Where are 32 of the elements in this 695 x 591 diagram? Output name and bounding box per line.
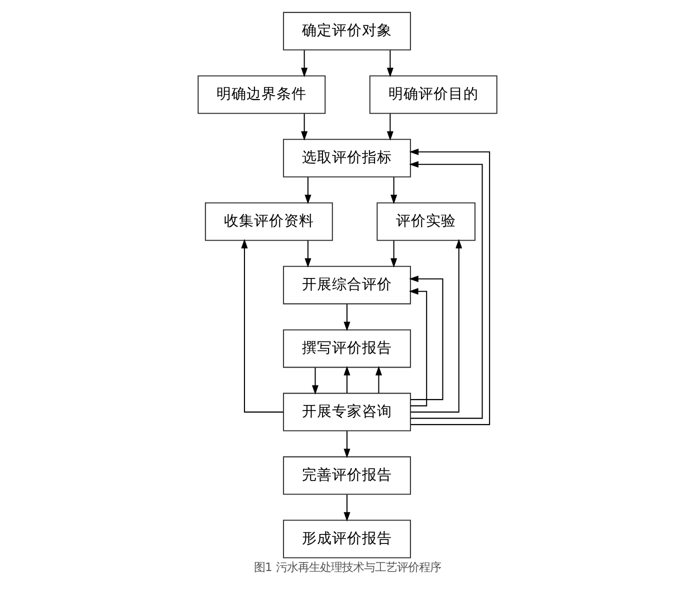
arrow (410, 239, 462, 413)
node-box: 开展专家咨询 (282, 392, 411, 432)
caption: 图1 污水再生处理技术与工艺评价程序 (254, 560, 441, 574)
arrow (301, 50, 308, 78)
arrow (375, 366, 382, 393)
arrow (312, 368, 319, 395)
arrow (409, 276, 444, 400)
arrow (344, 431, 350, 458)
arrow (344, 494, 350, 522)
arrow (304, 177, 312, 204)
arrow (241, 239, 284, 413)
node-box: 撰写评价报告 (282, 329, 411, 368)
arrow (409, 161, 483, 419)
arrow (344, 304, 350, 332)
node-box: 开展综合评价 (282, 266, 411, 304)
node-box: 确定评价对象 (282, 12, 411, 50)
node-box: 形成评价报告 (282, 520, 411, 558)
node-box: 明确边界条件 (198, 75, 326, 114)
arrow (390, 240, 398, 268)
arrow (344, 366, 350, 393)
node-box: 选取评价指标 (282, 138, 411, 178)
node-box: 明确评价目的 (369, 75, 498, 114)
arrow (386, 50, 394, 78)
node-box: 收集评价资料 (204, 202, 333, 241)
node-box: 评价实验 (376, 202, 476, 241)
arrow (390, 177, 398, 204)
arrow (304, 240, 312, 268)
arrow (386, 114, 394, 141)
arrow (301, 114, 308, 141)
arrow (408, 288, 428, 406)
arrow (409, 148, 490, 426)
node-box: 完善评价报告 (282, 456, 411, 495)
